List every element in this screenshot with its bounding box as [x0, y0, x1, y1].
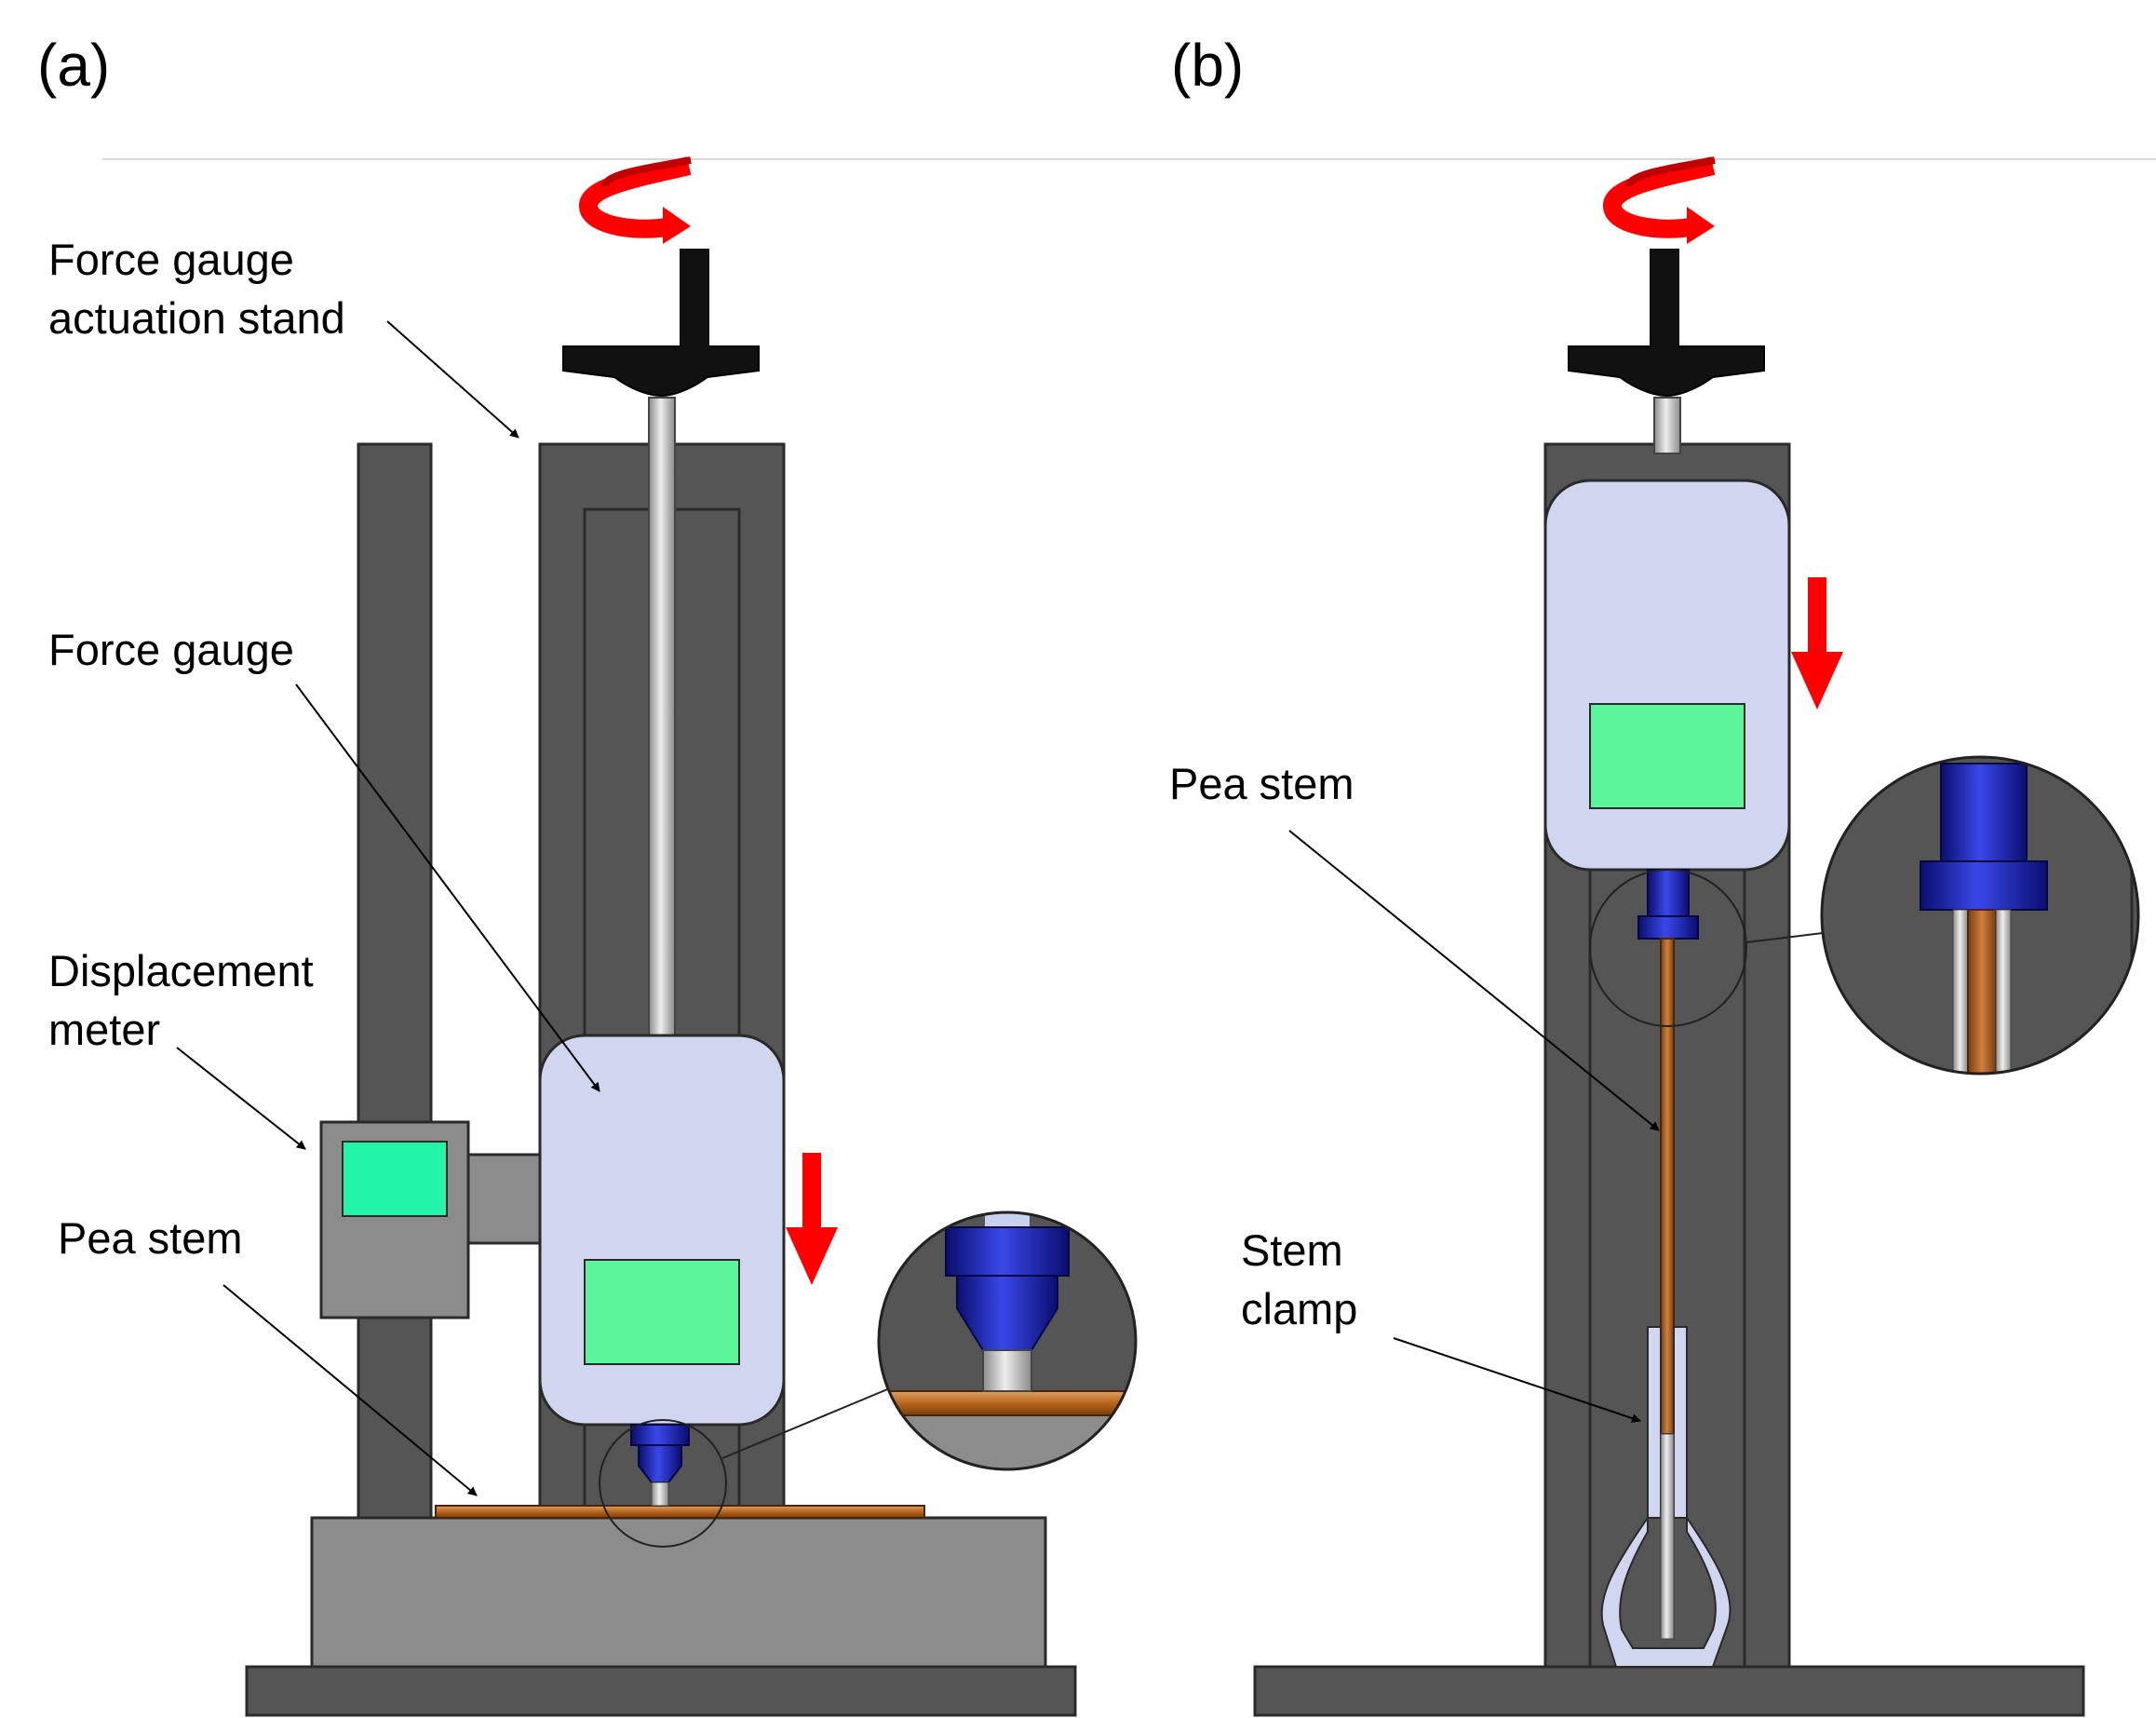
meter-display [342, 1141, 448, 1217]
label-pea-stem-b: Pea stem [1169, 759, 1354, 808]
leader-displacement [176, 1047, 306, 1150]
detail-connector-a [721, 1387, 893, 1459]
leader-stand [386, 320, 519, 439]
pea-stem-b [1660, 938, 1675, 1435]
base-plate-b [1253, 1665, 2085, 1717]
lead-screw [648, 397, 676, 1069]
panel-label-a: (a) [37, 32, 110, 99]
label-displacement-line2: meter [48, 1005, 160, 1054]
rotation-arrow-icon [579, 156, 692, 244]
force-gauge-a [538, 1034, 786, 1427]
lead-screw-b [1653, 397, 1681, 454]
label-pea-stem-a: Pea stem [58, 1213, 243, 1263]
probe-cap-a [630, 1424, 690, 1446]
meter-arm [466, 1153, 545, 1245]
detail-connector-b [1745, 932, 1824, 943]
detail-circle-a [599, 1419, 727, 1548]
panel-b-apparatus [1253, 156, 2140, 1717]
detail-circle-b [1589, 869, 1747, 1027]
zoom-circle-b [1820, 755, 2140, 1075]
support-column [357, 442, 433, 1520]
panel-label-b: (b) [1171, 32, 1244, 99]
rotation-arrow-icon-b [1603, 156, 1716, 244]
down-arrow-icon-a [786, 1153, 838, 1285]
base-block [310, 1516, 1047, 1669]
force-gauge-b [1543, 479, 1791, 872]
label-force-gauge-a: Force gauge [48, 625, 294, 674]
leader-clamp [1393, 1337, 1641, 1423]
label-stand-line1: Force gauge [48, 235, 294, 284]
stem-clamp [1600, 1326, 1732, 1668]
handwheel-a [562, 345, 760, 398]
handwheel-shaft-b [1650, 249, 1679, 351]
handwheel-b [1568, 345, 1765, 398]
handwheel-shaft-a [680, 249, 709, 351]
label-stand-line2: actuation stand [48, 293, 345, 343]
label-clamp-line1: Stem [1241, 1225, 1343, 1275]
base-plate-a [245, 1665, 1077, 1717]
leader-stem-a [222, 1284, 478, 1496]
zoom-view-b [1822, 757, 2138, 1074]
gauge-display-b [1589, 703, 1745, 809]
gauge-display-a [584, 1259, 740, 1365]
probe-cap-b [1647, 869, 1690, 917]
probe-rod-a [651, 1481, 669, 1507]
probe-collar-b [1637, 915, 1699, 940]
down-arrow-icon-b [1791, 577, 1843, 710]
panel-a-apparatus [245, 156, 1138, 1717]
zoom-circle-a [877, 1211, 1138, 1471]
leader-gauge-a [295, 683, 600, 1092]
leader-stem-b [1288, 830, 1660, 1131]
label-clamp-line2: clamp [1241, 1284, 1357, 1333]
label-displacement-line1: Displacement [48, 946, 314, 995]
pea-stem-a [435, 1505, 925, 1519]
